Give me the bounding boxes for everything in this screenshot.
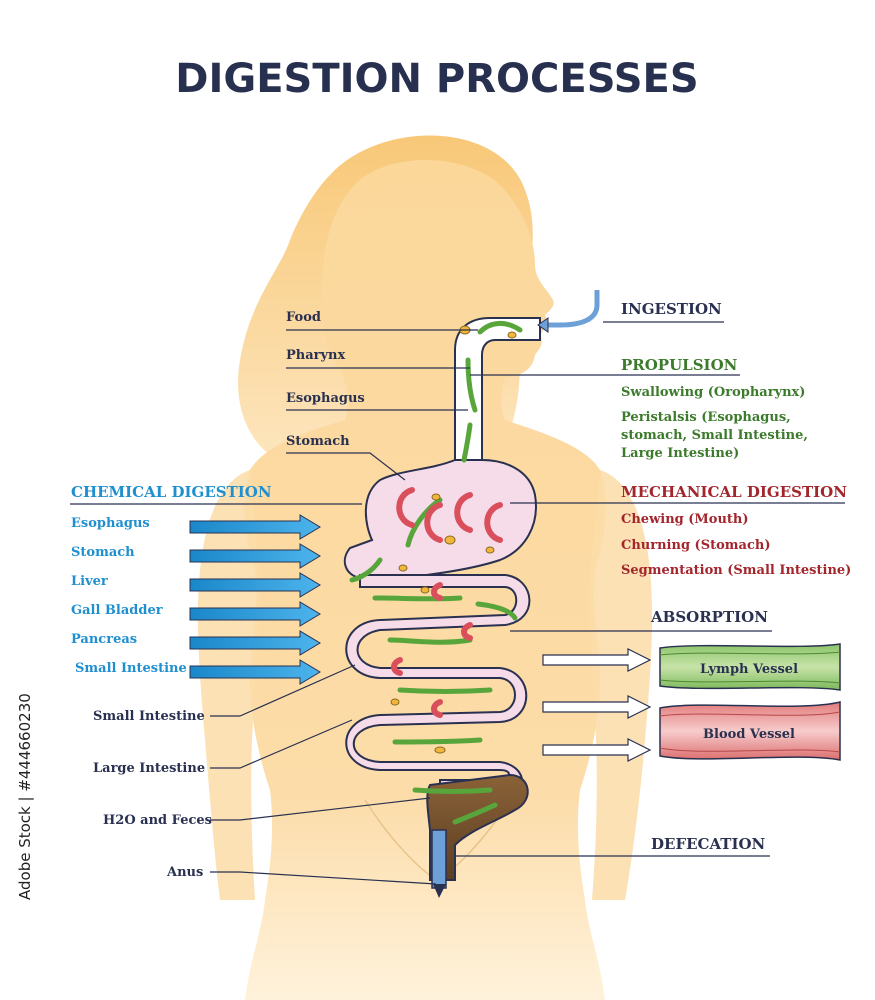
blood-vessel-label: Blood Vessel: [703, 727, 795, 742]
stock-watermark: Adobe Stock | #444660230: [16, 693, 34, 900]
mech-item-chewing: Chewing (Mouth): [621, 512, 749, 527]
mechanical-digestion-heading: MECHANICAL DIGESTION: [621, 483, 847, 501]
right-arm: [588, 470, 653, 900]
mech-item-churning: Churning (Stomach): [621, 538, 770, 553]
propulsion-line-1: Swallowing (Oropharynx): [621, 385, 805, 400]
ingestion-intake-arrow: [548, 290, 600, 328]
label-food: Food: [286, 310, 321, 325]
propulsion-line-2: Peristalsis (Esophagus,: [621, 410, 791, 425]
chem-arrow-5: [189, 630, 321, 656]
lymph-vessel-label: Lymph Vessel: [700, 662, 798, 677]
page-title: DIGESTION PROCESSES: [175, 56, 698, 102]
mech-item-segmentation: Segmentation (Small Intestine): [621, 563, 851, 578]
anus-arrow-tip: [433, 884, 446, 898]
label-h2o-feces: H2O and Feces: [103, 813, 212, 828]
rectum-feces: [426, 773, 529, 881]
defecation-heading: DEFECATION: [651, 835, 766, 853]
chem-item-gall-bladder: Gall Bladder: [71, 603, 163, 618]
chemical-digestion-heading: CHEMICAL DIGESTION: [71, 483, 272, 501]
label-pharynx: Pharynx: [286, 348, 346, 363]
propulsion-heading: PROPULSION: [621, 356, 738, 374]
absorption-arrow-3: [542, 738, 652, 762]
lymph-vessel: Lymph Vessel: [659, 643, 841, 691]
digestive-tract: [343, 317, 541, 898]
label-esophagus: Esophagus: [286, 391, 365, 406]
chem-item-esophagus: Esophagus: [71, 516, 150, 531]
absorption-arrows: [542, 648, 652, 762]
chem-item-pancreas: Pancreas: [71, 632, 137, 647]
chemical-arrows: [189, 514, 321, 685]
chem-arrow-3: [189, 572, 321, 598]
propulsion-line-4: Large Intestine): [621, 446, 739, 461]
chem-arrow-1: [189, 514, 321, 540]
chem-arrow-6: [189, 659, 321, 685]
left-organ-labels: Food Pharynx Esophagus Stomach Small Int…: [93, 310, 478, 885]
label-anus: Anus: [166, 865, 203, 880]
churning-arrows: [391, 487, 503, 718]
chem-arrow-4: [189, 601, 321, 627]
anus-channel: [431, 829, 447, 889]
left-arm: [197, 470, 262, 900]
propulsion-arrows: [349, 321, 523, 825]
chem-item-small-intestine: Small Intestine: [75, 661, 187, 676]
ingestion-heading: INGESTION: [621, 300, 722, 318]
absorption-heading: ABSORPTION: [650, 608, 768, 626]
chem-item-liver: Liver: [71, 574, 108, 589]
label-stomach: Stomach: [286, 434, 350, 449]
propulsion-line-3: stomach, Small Intestine,: [621, 428, 808, 443]
absorption-arrow-2: [542, 695, 652, 719]
blood-vessel: Blood Vessel: [659, 701, 841, 761]
absorption-arrow-1: [542, 648, 652, 672]
label-large-intestine: Large Intestine: [93, 761, 205, 776]
chem-arrow-2: [189, 543, 321, 569]
label-small-intestine: Small Intestine: [93, 709, 205, 724]
right-process-labels: INGESTION PROPULSION Swallowing (Orophar…: [455, 300, 851, 857]
chemical-digestion-section: CHEMICAL DIGESTION Esophagus Stomach Liv…: [70, 483, 362, 685]
ingestion-arrow-tip: [537, 317, 549, 333]
chem-item-stomach: Stomach: [71, 545, 135, 560]
food-particles: [390, 325, 517, 754]
